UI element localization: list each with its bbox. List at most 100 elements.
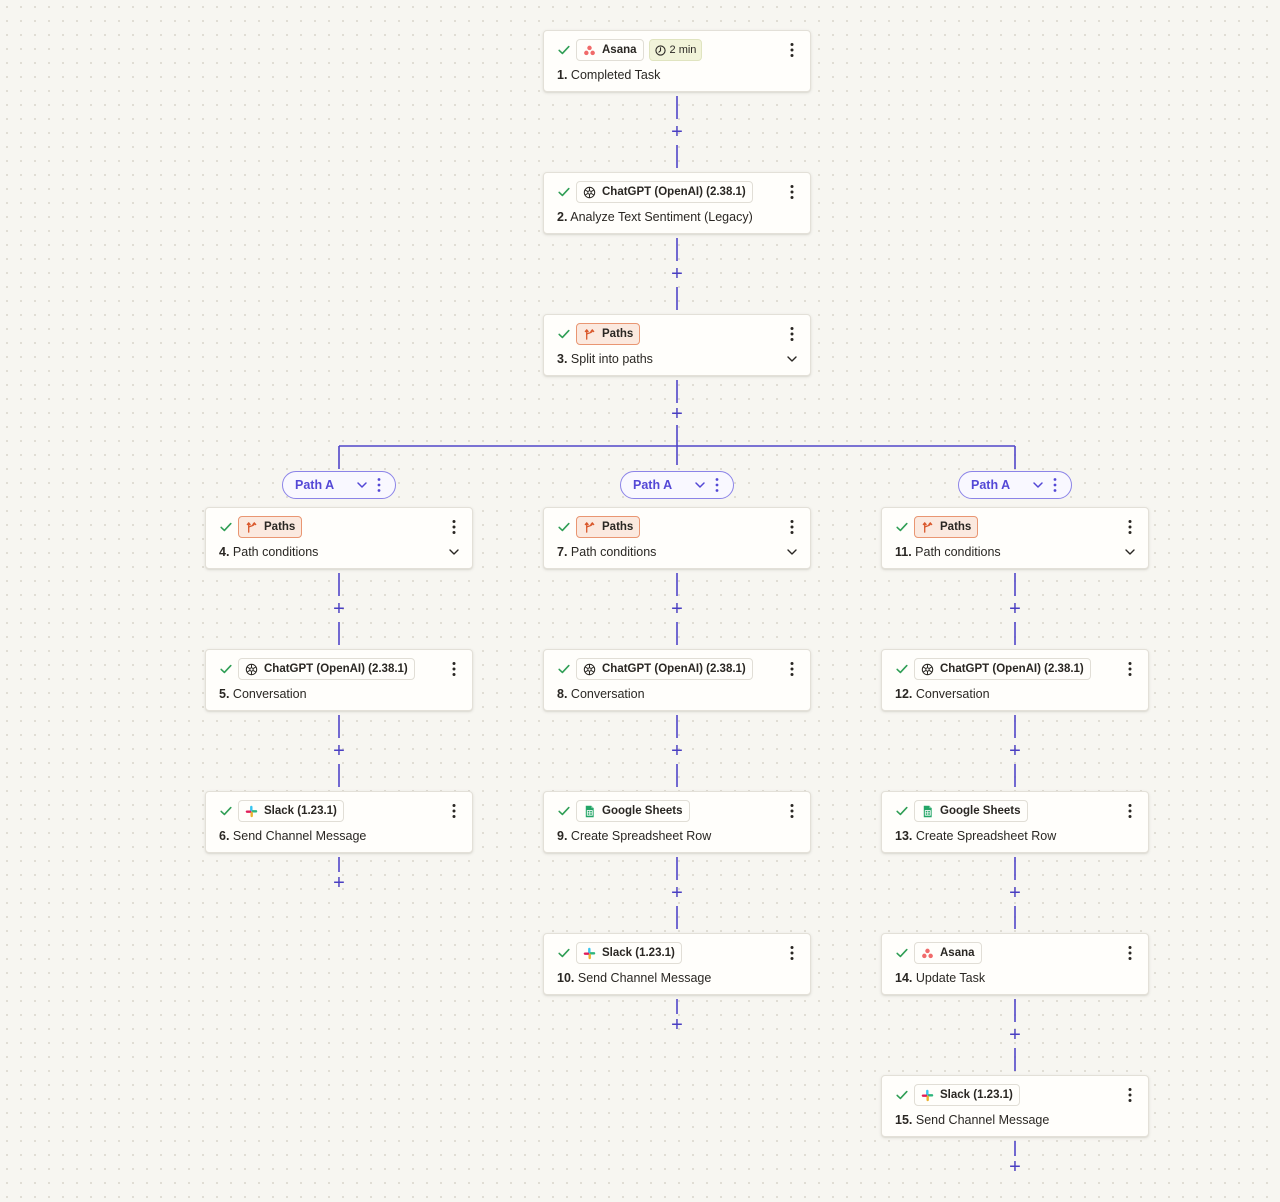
step-name: Conversation [570,687,645,701]
add-step-button[interactable]: + [671,1014,683,1036]
app-name: Paths [602,328,634,340]
more-options-icon[interactable] [784,518,800,536]
more-options-icon[interactable] [446,660,462,678]
step-card-10[interactable]: Slack (1.23.1)10. Send Channel Message [543,933,811,995]
add-step-button[interactable]: + [1009,882,1021,904]
chevron-down-icon[interactable] [1031,478,1045,492]
step-card-4[interactable]: Paths 4. Path conditions [205,507,473,569]
more-options-icon[interactable] [446,518,462,536]
path-selector-1[interactable]: Path A [282,471,396,499]
add-step-button[interactable]: + [333,598,345,620]
more-options-icon[interactable] [784,944,800,962]
add-step-button[interactable]: + [671,740,683,762]
chevron-down-icon[interactable] [355,478,369,492]
step-card-6[interactable]: Slack (1.23.1) 6. Send Channel Message [205,791,473,853]
step-title: 8. Conversation [557,687,645,701]
check-icon [556,42,572,58]
check-icon [556,945,572,961]
app-badge: Paths [576,323,641,345]
check-icon [556,326,572,342]
chevron-down-icon[interactable] [784,544,800,560]
step-title: 7. Path conditions [557,545,656,559]
more-options-icon[interactable] [1052,477,1062,493]
step-card-5[interactable]: ChatGPT (OpenAI) (2.38.1)5. Conversation [205,649,473,711]
chevron-down-icon[interactable] [446,544,462,560]
more-options-icon[interactable] [446,802,462,820]
app-name: Slack (1.23.1) [602,947,675,959]
chevron-down-icon[interactable] [693,478,707,492]
step-name: Split into paths [570,352,653,366]
step-title: 4. Path conditions [219,545,318,559]
timer-value: 2 min [669,44,697,56]
more-options-icon[interactable] [1122,660,1138,678]
add-step-button[interactable]: + [333,740,345,762]
step-card-12[interactable]: ChatGPT (OpenAI) (2.38.1)12. Conversatio… [881,649,1149,711]
google-sheets-icon [921,805,934,818]
check-icon [556,519,572,535]
app-badge: ChatGPT (OpenAI) (2.38.1) [576,658,753,680]
chevron-down-icon[interactable] [784,351,800,367]
app-name: ChatGPT (OpenAI) (2.38.1) [602,186,746,198]
more-options-icon[interactable] [784,325,800,343]
app-name: ChatGPT (OpenAI) (2.38.1) [264,663,408,675]
app-name: Google Sheets [940,805,1021,817]
step-name: Path conditions [915,545,1001,559]
add-step-button[interactable]: + [333,872,345,894]
more-options-icon[interactable] [784,41,800,59]
app-name: Slack (1.23.1) [264,805,337,817]
step-name: Conversation [232,687,307,701]
add-step-button[interactable]: + [1009,1024,1021,1046]
asana-icon [583,44,596,57]
step-title: 1. Completed Task [557,68,660,82]
app-badge: ChatGPT (OpenAI) (2.38.1) [914,658,1091,680]
more-options-icon[interactable] [1122,944,1138,962]
add-step-button[interactable]: + [671,121,683,143]
add-step-button[interactable]: + [1009,598,1021,620]
app-name: ChatGPT (OpenAI) (2.38.1) [602,663,746,675]
step-card-15[interactable]: Slack (1.23.1)15. Send Channel Message [881,1075,1149,1137]
step-card-8[interactable]: ChatGPT (OpenAI) (2.38.1) 8. Conversation [543,649,811,711]
app-badge: Paths [238,516,303,538]
path-selector-3[interactable]: Path A [958,471,1072,499]
check-icon [218,519,234,535]
more-options-icon[interactable] [784,660,800,678]
slack-icon [245,805,258,818]
paths-icon [245,521,258,534]
add-step-button[interactable]: + [671,598,683,620]
add-step-button[interactable]: + [1009,1156,1021,1178]
check-icon [218,803,234,819]
step-card-2[interactable]: ChatGPT (OpenAI) (2.38.1)2. Analyze Text… [543,172,811,234]
more-options-icon[interactable] [784,183,800,201]
more-options-icon[interactable] [1122,518,1138,536]
add-step-button[interactable]: + [671,882,683,904]
path-label: Path A [633,478,673,492]
openai-icon [921,663,934,676]
step-name: Send Channel Message [915,1113,1050,1127]
more-options-icon[interactable] [784,802,800,820]
more-options-icon[interactable] [1122,802,1138,820]
path-selector-2[interactable]: Path A [620,471,734,499]
more-options-icon[interactable] [1122,1086,1138,1104]
app-badge: Slack (1.23.1) [238,800,344,822]
app-badge: Slack (1.23.1) [914,1084,1020,1106]
app-name: Slack (1.23.1) [940,1089,1013,1101]
add-step-button[interactable]: + [671,263,683,285]
more-options-icon[interactable] [376,477,386,493]
app-name: Google Sheets [602,805,683,817]
add-step-button[interactable]: + [671,403,683,425]
app-badge: Slack (1.23.1) [576,942,682,964]
step-number: 8. [557,687,568,701]
chevron-down-icon[interactable] [1122,544,1138,560]
more-options-icon[interactable] [714,477,724,493]
step-name: Analyze Text Sentiment (Legacy) [570,210,753,224]
add-step-button[interactable]: + [1009,740,1021,762]
step-title: 6. Send Channel Message [219,829,366,843]
